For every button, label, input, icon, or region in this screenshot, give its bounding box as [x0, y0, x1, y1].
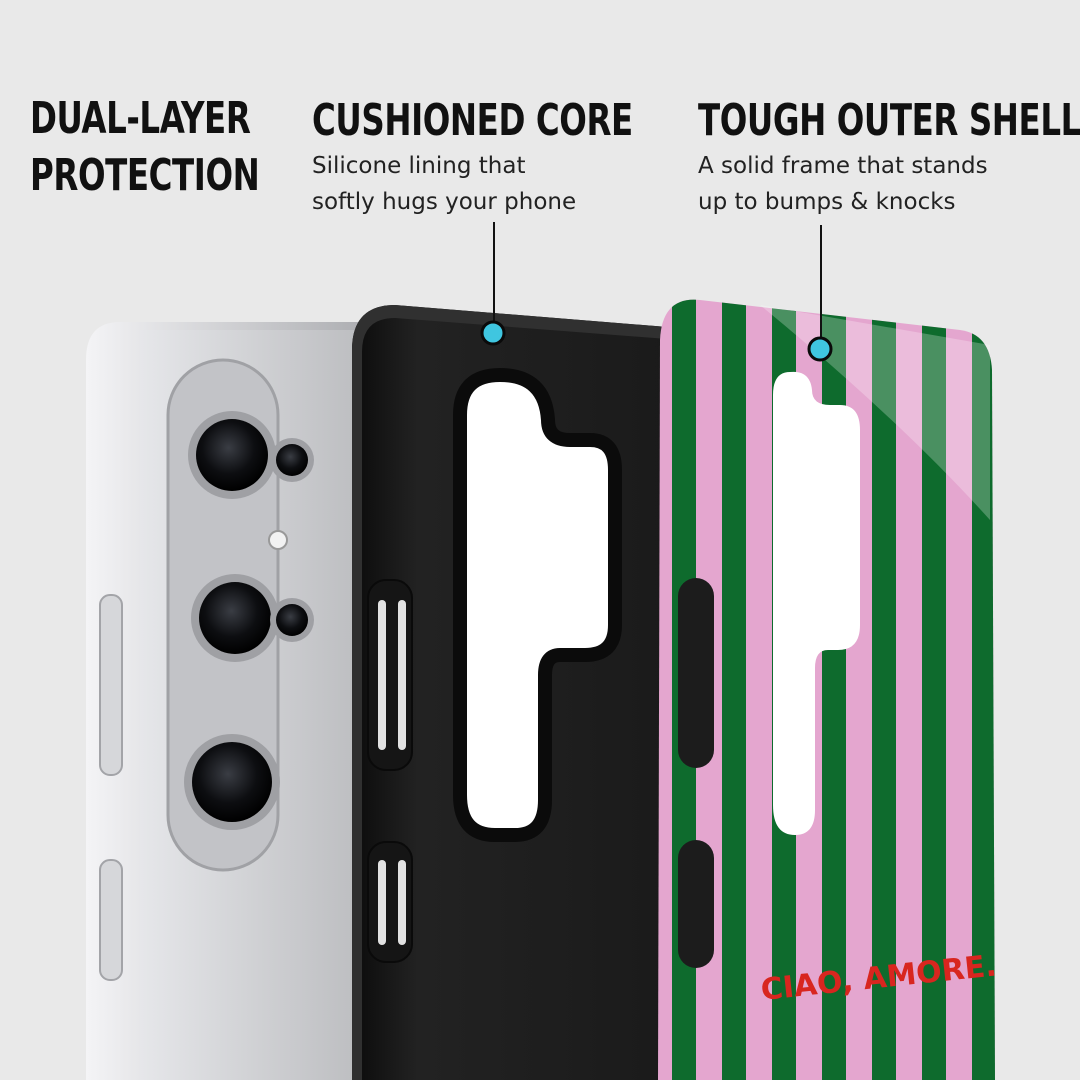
volume-button — [99, 594, 123, 776]
camera-module — [166, 358, 314, 872]
camera-lens-tele-icon — [184, 734, 280, 830]
dual-layer-headline-line2: PROTECTION — [30, 150, 260, 202]
tough-shell-description: A solid frame that stands up to bumps & … — [698, 148, 988, 220]
callout-marker-icon — [480, 320, 506, 346]
cushioned-core-description-line2: softly hugs your phone — [312, 189, 577, 215]
green-stripe — [872, 299, 896, 1080]
green-stripe — [972, 299, 995, 1080]
cushioned-core-headline: CUSHIONED CORE — [312, 95, 633, 146]
camera-lens-small-bottom-icon — [270, 598, 314, 642]
tough-shell-description-line1: A solid frame that stands — [698, 153, 988, 179]
shell-camera-cutout — [773, 371, 860, 835]
shell-volume-cutout — [678, 578, 714, 768]
inner-case-camera-cutout — [453, 367, 622, 842]
tough-shell-description-line2: up to bumps & knocks — [698, 189, 956, 215]
callout-marker-icon — [807, 336, 833, 362]
camera-lens-wide-icon — [191, 574, 279, 662]
tough-shell-callout — [807, 225, 833, 362]
dual-layer-headline-line1: DUAL-LAYER — [30, 93, 251, 144]
power-button — [99, 859, 123, 981]
tough-shell-headline: TOUGH OUTER SHELL — [698, 95, 1080, 146]
dual-layer-headline: DUAL-LAYER PROTECTION — [30, 90, 260, 204]
outer-striped-shell: CIAO, AMORE. — [658, 299, 998, 1080]
camera-lens-small-top-icon — [270, 438, 314, 482]
shell-power-cutout — [678, 840, 714, 968]
inner-silicone-case — [352, 305, 680, 1080]
cushioned-core-description-line1: Silicone lining that — [312, 153, 526, 179]
flash-icon — [268, 530, 288, 550]
cushioned-core-callout — [480, 222, 506, 346]
green-stripe — [722, 299, 746, 1080]
camera-lens-main-icon — [188, 411, 276, 499]
cushioned-core-description: Silicone lining that softly hugs your ph… — [312, 148, 576, 220]
green-stripe — [922, 299, 946, 1080]
gloss-highlight — [760, 305, 990, 520]
